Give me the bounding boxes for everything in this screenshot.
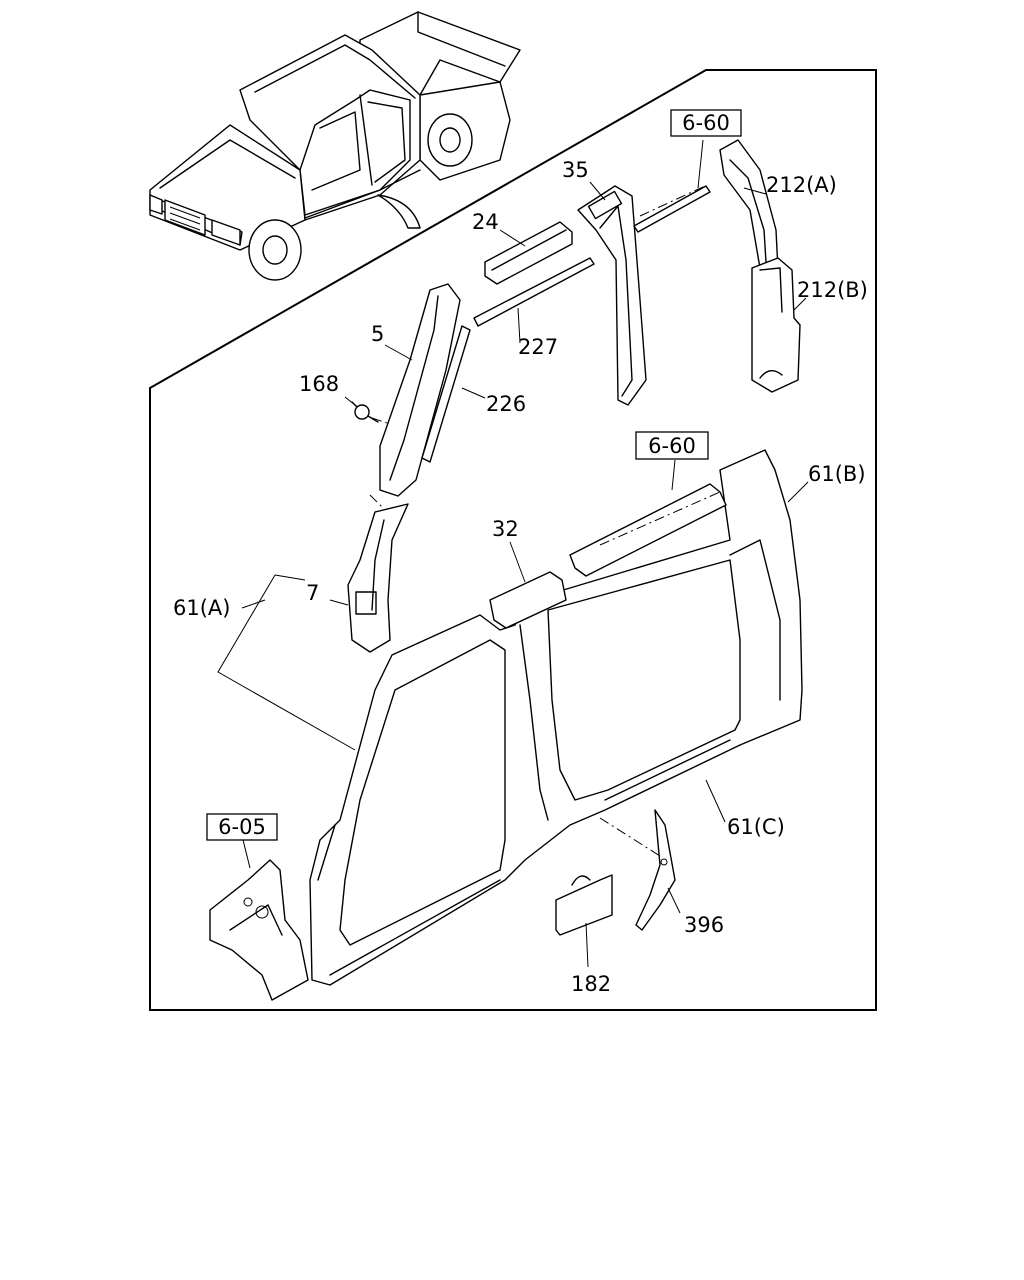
label-227: 227	[518, 335, 558, 359]
diagram-frame	[149, 69, 877, 1011]
label-396: 396	[684, 913, 724, 937]
label-212a: 212(A)	[766, 173, 837, 197]
svg-text:6-60: 6-60	[682, 111, 730, 135]
part-5-front-pillar	[379, 283, 461, 497]
part-7-hinge-bracket	[347, 503, 409, 653]
truck-illustration	[149, 11, 521, 281]
part-212-rear-pillar	[719, 139, 801, 393]
ref-605-quarter-inner	[209, 859, 309, 1001]
label-226: 226	[486, 392, 526, 416]
label-32: 32	[492, 517, 519, 541]
label-35: 35	[562, 158, 589, 182]
ref-box-6-60-top: 6-60	[670, 109, 742, 137]
label-212b: 212(B)	[797, 278, 868, 302]
part-396-wheelhouse-brace	[635, 809, 676, 931]
part-24-roof-rail	[484, 221, 573, 285]
label-5: 5	[371, 322, 384, 346]
part-226-pillar-strip	[421, 325, 471, 463]
part-227-rail-strip	[473, 257, 595, 327]
ref-box-6-05: 6-05	[206, 813, 278, 841]
label-182: 182	[571, 972, 611, 996]
svg-text:6-05: 6-05	[218, 815, 266, 839]
label-24: 24	[472, 210, 499, 234]
svg-text:6-60: 6-60	[648, 434, 696, 458]
label-61b: 61(B)	[808, 462, 866, 486]
part-32-center-pillar-cap	[489, 571, 567, 629]
part-61-side-body-panel	[309, 449, 803, 986]
part-182-bracket-plate	[555, 874, 613, 936]
label-61a: 61(A)	[173, 596, 230, 620]
label-168: 168	[299, 372, 339, 396]
leader-lines	[217, 139, 809, 968]
ref-box-6-60-mid: 6-60	[635, 431, 709, 460]
label-7: 7	[306, 581, 319, 605]
part-35-center-pillar-upper	[577, 185, 647, 406]
roof-rail-strip	[633, 185, 711, 233]
label-61c: 61(C)	[727, 815, 785, 839]
